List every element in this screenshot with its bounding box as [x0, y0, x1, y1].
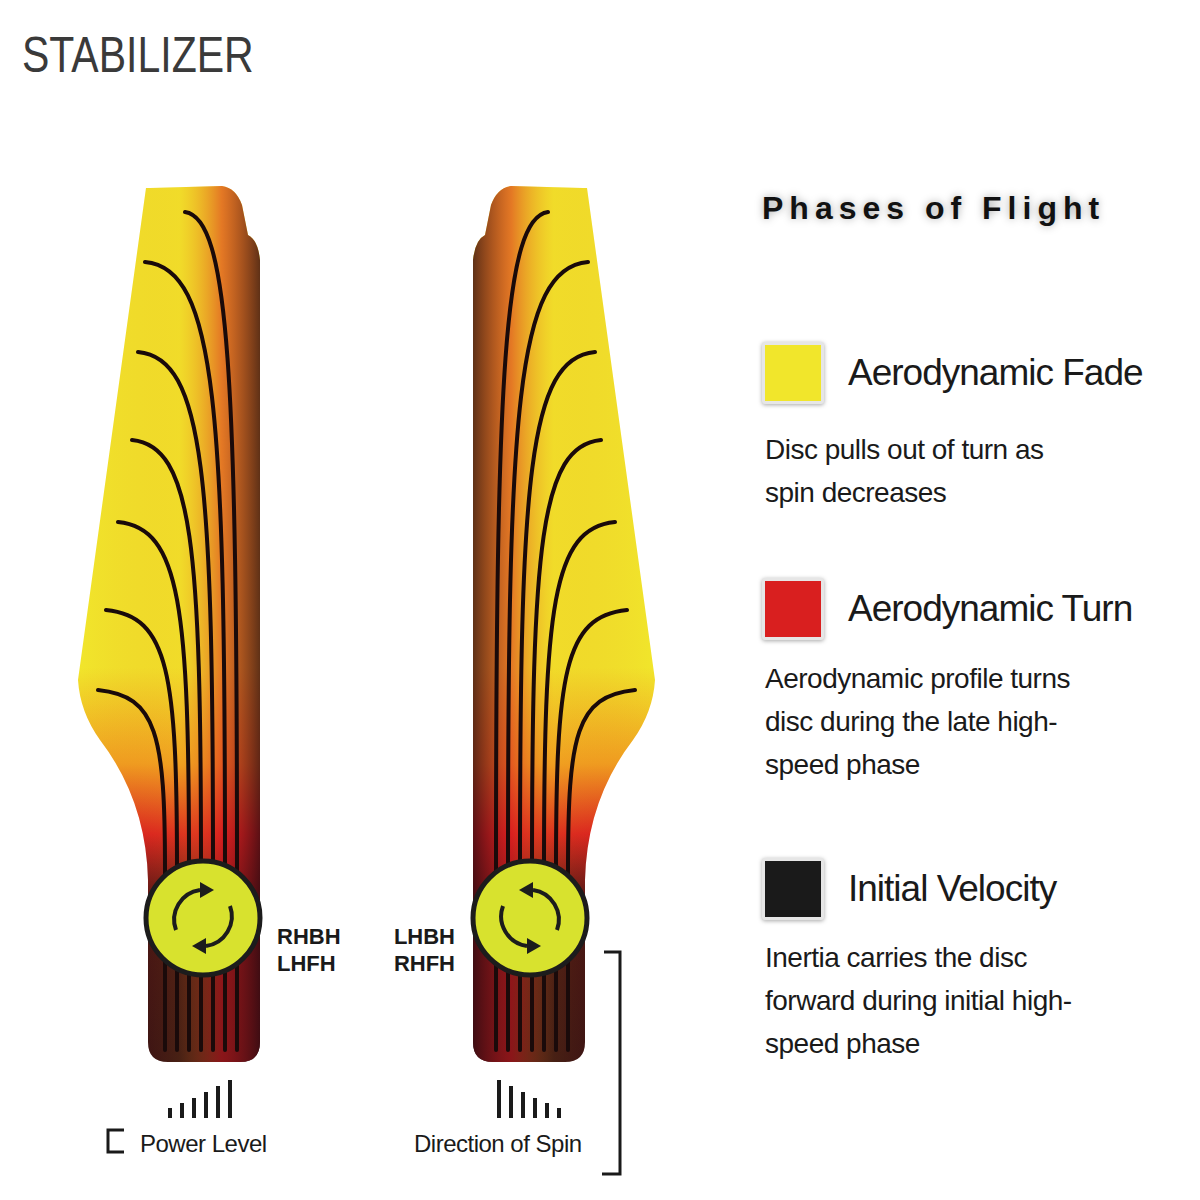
axis-note: Power Level [140, 1130, 267, 1158]
phase-description: Aerodynamic profile turns disc during th… [765, 657, 1095, 786]
legend-heading: Phases of Flight [762, 190, 1105, 227]
power-bars [168, 1080, 232, 1118]
legend-swatch [762, 342, 824, 404]
title: STABILIZER [22, 26, 254, 84]
axis-note: Direction of Spin [414, 1130, 582, 1158]
legend-text: Aerodynamic Turn [848, 588, 1132, 630]
throw-type: RHFH [394, 951, 455, 977]
flight-path-right [473, 186, 655, 1062]
phase-description: Disc pulls out of turn as spin decreases [765, 428, 1085, 514]
throw-type: LHFH [277, 951, 336, 977]
legend-swatch [762, 578, 824, 640]
legend-swatch [762, 858, 824, 920]
phase-description: Inertia carries the disc forward during … [765, 936, 1095, 1065]
legend-text: Aerodynamic Fade [848, 352, 1143, 394]
bracket [602, 952, 620, 1174]
legend-text: Initial Velocity [848, 868, 1056, 910]
flight-path-left [78, 186, 260, 1062]
spin-bars [497, 1080, 561, 1118]
throw-type: LHBH [394, 924, 455, 950]
bracket [108, 1130, 124, 1152]
throw-type: RHBH [277, 924, 341, 950]
